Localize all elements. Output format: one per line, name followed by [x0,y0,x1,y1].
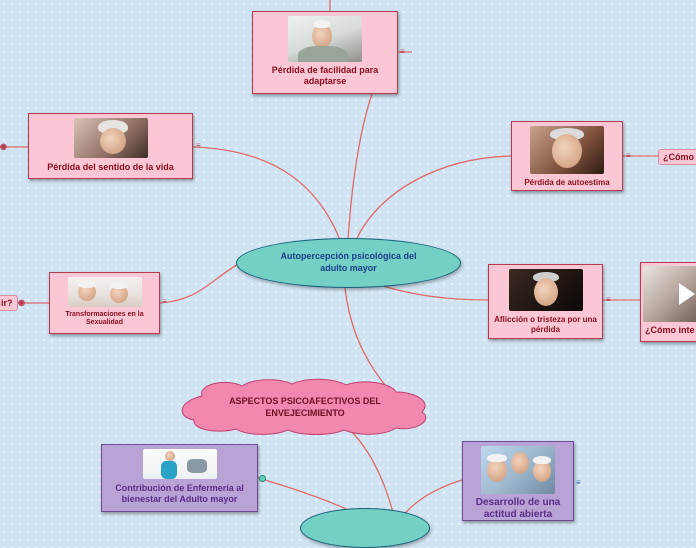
note-icon[interactable]: ≡ [606,295,611,304]
link-afliccion [379,284,489,301]
cloud-label: ASPECTOS PSICOAFECTIVOS DEL ENVEJECIMIEN… [229,396,381,418]
note-icon[interactable]: ≡ [162,297,167,306]
elderly-couple-in-bed-image [67,277,142,307]
cloud-shape [181,378,427,435]
note-icon[interactable]: ≡ [400,47,405,56]
node-perdida-sentido[interactable]: Pérdida del sentido de la vida [28,113,193,179]
link-cloud-down [349,429,396,520]
pensive-elderly-man-image [508,269,583,311]
node-perdida-adaptarse[interactable]: Pérdida de facilidad para adaptarse [252,11,398,94]
note-icon[interactable]: ≡ [576,478,581,487]
video-thumbnail-image [643,266,696,322]
node-label: Pérdida del sentido de la vida [47,162,174,172]
link-cloud [344,287,386,386]
link-adaptarse [347,93,373,241]
connector-lines [0,0,660,520]
node-label: Aflicción o tristeza por una pérdida [494,315,597,334]
node-como-interpretar[interactable]: ¿Cómo inte [640,262,696,342]
stub-ir-left[interactable]: ir? [0,295,18,311]
note-icon[interactable]: ≡ [196,141,201,150]
node-transformaciones-sexualidad[interactable]: Transformaciones en la Sexualidad [49,272,160,334]
note-icon[interactable]: ≡ [626,151,631,160]
node-label: Contribución de Enfermería al bienestar … [115,483,244,504]
node-label: Pérdida de facilidad para adaptarse [271,65,379,86]
link-sexualidad [159,262,241,304]
node-label: Pérdida de autoestima [524,178,610,187]
stub-como-right[interactable]: ¿Cómo [658,149,696,165]
central-topic[interactable]: Autopercepción psicológica del adulto ma… [236,238,461,288]
link-sentido [192,146,341,241]
node-perdida-autoestima[interactable]: Pérdida de autoestima [511,121,623,191]
happy-elderly-friends-image [481,446,555,494]
central-label: Autopercepción psicológica del adulto ma… [280,251,417,273]
elderly-man-on-phone-image [288,16,362,62]
node-desarrollo-actitud[interactable]: Desarrollo de una actitud abierta [462,441,574,521]
bottom-topic[interactable] [300,508,430,548]
worried-elderly-man-image [530,126,604,174]
node-label: Desarrollo de una actitud abierta [475,497,561,520]
node-label: ¿Cómo inte [645,325,695,335]
node-afliccion-tristeza[interactable]: Aflicción o tristeza por una pérdida [488,264,603,339]
node-contribucion-enfermeria[interactable]: Contribución de Enfermería al bienestar … [101,444,258,512]
sad-elderly-woman-image [73,118,148,158]
link-autoestima [355,155,512,241]
link-icon[interactable]: ◉ [0,142,7,151]
cloud-topic[interactable]: ASPECTOS PSICOAFECTIVOS DEL ENVEJECIMIEN… [210,388,400,428]
connector-dot[interactable] [259,475,266,482]
node-label: Transformaciones en la Sexualidad [65,311,144,327]
nurse-with-patient-image [142,449,217,479]
link-icon[interactable]: ◉ [18,298,25,307]
play-icon[interactable] [679,283,695,305]
